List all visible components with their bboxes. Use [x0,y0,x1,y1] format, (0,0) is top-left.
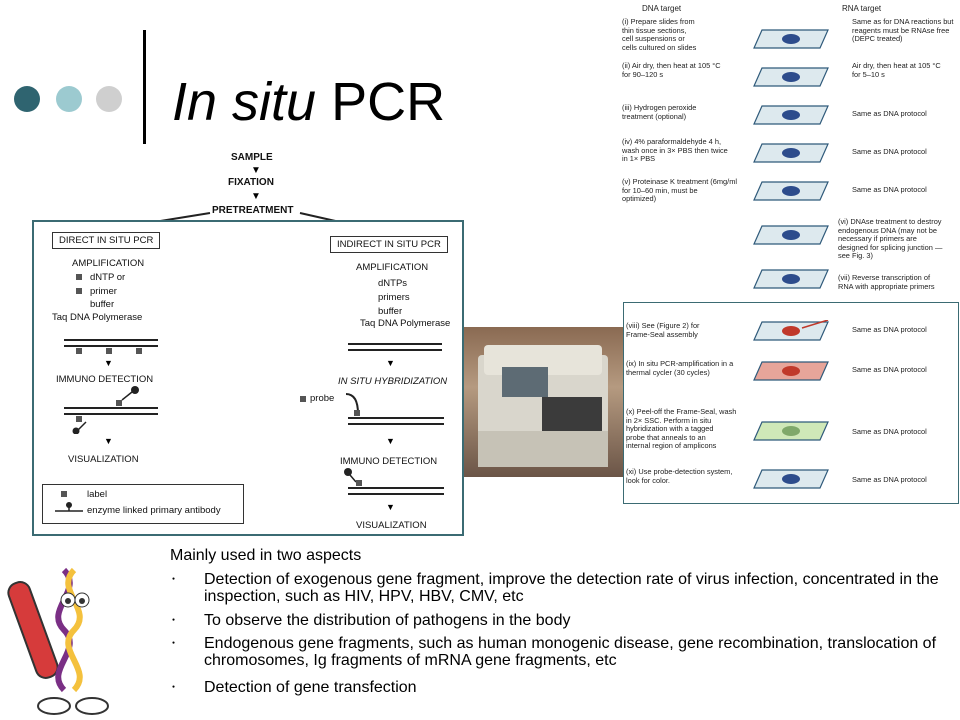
accent-dot-dark [14,86,40,112]
protocol-dna-step: (viii) See (Figure 2) for Frame-Seal ass… [626,321,700,339]
slide-icon [753,143,829,163]
direct-header: DIRECT IN SITU PCR [52,232,161,249]
bullet-icon: ● [172,617,176,623]
machine-panel [478,431,608,467]
rna-target-header: RNA target [842,4,882,13]
antibody-icon [55,502,83,512]
legend-box: label enzyme linked primary antibody [42,484,244,524]
keypad [502,367,548,397]
protocol-rna-step: Same as DNA protocol [852,427,927,436]
protocol-rna-step: Same as DNA protocol [852,185,927,194]
protocol-dna-step: (ii) Air dry, then heat at 105 °C for 90… [622,61,721,79]
thermal-cycler-photo [464,327,624,477]
arrow-icon: ▼ [104,436,113,446]
protocol-dna-step: (ix) In situ PCR-amplification in a ther… [626,359,734,377]
indirect-visualization: VISUALIZATION [356,520,427,531]
intro-text: Mainly used in two aspects [170,547,362,564]
lid [542,397,602,431]
flow-sample: SAMPLE [231,152,273,163]
protocol-rna-step: Air dry, then heat at 105 °C for 5–10 s [852,61,941,79]
bullet-icon: ● [172,640,176,646]
protocol-dna-step: (x) Peel-off the Frame-Seal, wash in 2× … [626,407,737,451]
protocol-rna-step: Same as DNA protocol [852,147,927,156]
slide-detection-icon [753,469,829,489]
slide-icon [753,67,829,87]
arrow-icon: ▼ [386,502,395,512]
label-square-icon [61,491,67,497]
accent-dot-grey [96,86,122,112]
title-divider [143,30,146,144]
bullet-text: Detection of gene transfection [204,679,417,696]
label-square-icon [76,274,82,280]
probe-diagram [345,393,444,425]
direct-amp-item: dNTP or [90,272,126,283]
test-tube-mascot-icon [7,567,109,715]
dna-strands [64,339,158,354]
direct-immuno: IMMUNO DETECTION [56,374,154,385]
slide-icon [753,269,829,289]
indirect-amp-item: buffer [378,306,403,317]
protocol-rna-step: (vi) DNAse treatment to destroy endogeno… [838,217,943,261]
indirect-probe: probe [310,393,335,404]
slide-amplified-icon [753,361,829,381]
protocol-box [623,302,959,504]
arrow-icon: ▼ [386,436,395,446]
protocol-rna-step: (vii) Reverse transcription of RNA with … [838,273,935,291]
dna-target-header: DNA target [642,4,682,13]
direct-taq: Taq DNA Polymerase [52,312,143,323]
arrow-icon: ▼ [251,191,261,202]
slide-icon [753,225,829,245]
flow-pretreatment: PRETREATMENT [212,205,294,216]
indirect-amp-item: dNTPs [378,278,408,289]
direct-amp-item: primer [90,286,117,297]
bullet-text: Detection of exogenous gene fragment, im… [204,571,939,605]
indirect-immuno: IMMUNO DETECTION [340,456,438,467]
flow-fixation: FIXATION [228,177,274,188]
arrow-icon: ▼ [251,165,261,176]
direct-amp-item: buffer [90,299,115,310]
dna-strands [348,343,442,351]
label-square-icon [300,396,306,402]
bullet-icon: ● [172,684,176,690]
protocol-rna-step: Same as DNA protocol [852,109,927,118]
bullet-icon: ● [172,576,176,582]
direct-visualization: VISUALIZATION [68,454,139,465]
direct-amplification: AMPLIFICATION [72,258,145,269]
arrow-icon: ▼ [104,358,113,368]
protocol-dna-step: (iv) 4% paraformaldehyde 4 h, wash once … [622,137,728,164]
protocol-rna-step: Same as DNA protocol [852,325,927,334]
arrow-icon: ▼ [386,358,395,368]
accent-dot-light [56,86,82,112]
legend-antibody: enzyme linked primary antibody [87,505,221,516]
indirect-hybridization: IN SITU HYBRIDIZATION [338,376,448,387]
flow-diagram-frame: DIRECT IN SITU PCR AMPLIFICATION dNTP or… [32,220,464,536]
protocol-dna-step: (i) Prepare slides from thin tissue sect… [622,17,697,52]
slide-icon [753,29,829,49]
bullet-text: To observe the distribution of pathogens… [204,612,571,629]
protocol-dna-step: (iii) Hydrogen peroxide treatment (optio… [622,103,697,121]
slide-frame-seal-icon [753,320,829,341]
indirect-taq: Taq DNA Polymerase [360,318,451,329]
protocol-rna-step: Same as DNA protocol [852,365,927,374]
protocol-rna-step: Same as for DNA reactions but reagents m… [852,17,954,44]
slide-hybridized-icon [753,421,829,441]
slide-icon [753,181,829,201]
indirect-amplification: AMPLIFICATION [356,262,429,273]
protocol-dna-step: (v) Proteinase K treatment (6mg/ml for 1… [622,177,738,204]
bullet-text: Endogenous gene fragments, such as human… [204,635,937,669]
page-title: In situ PCR [172,72,446,132]
slide-icon [753,105,829,125]
indirect-amp-item: primers [378,292,410,303]
protocol-dna-step: (xi) Use probe-detection system, look fo… [626,467,733,485]
indirect-header: INDIRECT IN SITU PCR [330,236,448,253]
antibody-diagram [64,386,158,434]
antibody-diagram [344,468,444,495]
label-square-icon [76,288,82,294]
legend-label: label [87,489,108,500]
protocol-rna-step: Same as DNA protocol [852,475,927,484]
